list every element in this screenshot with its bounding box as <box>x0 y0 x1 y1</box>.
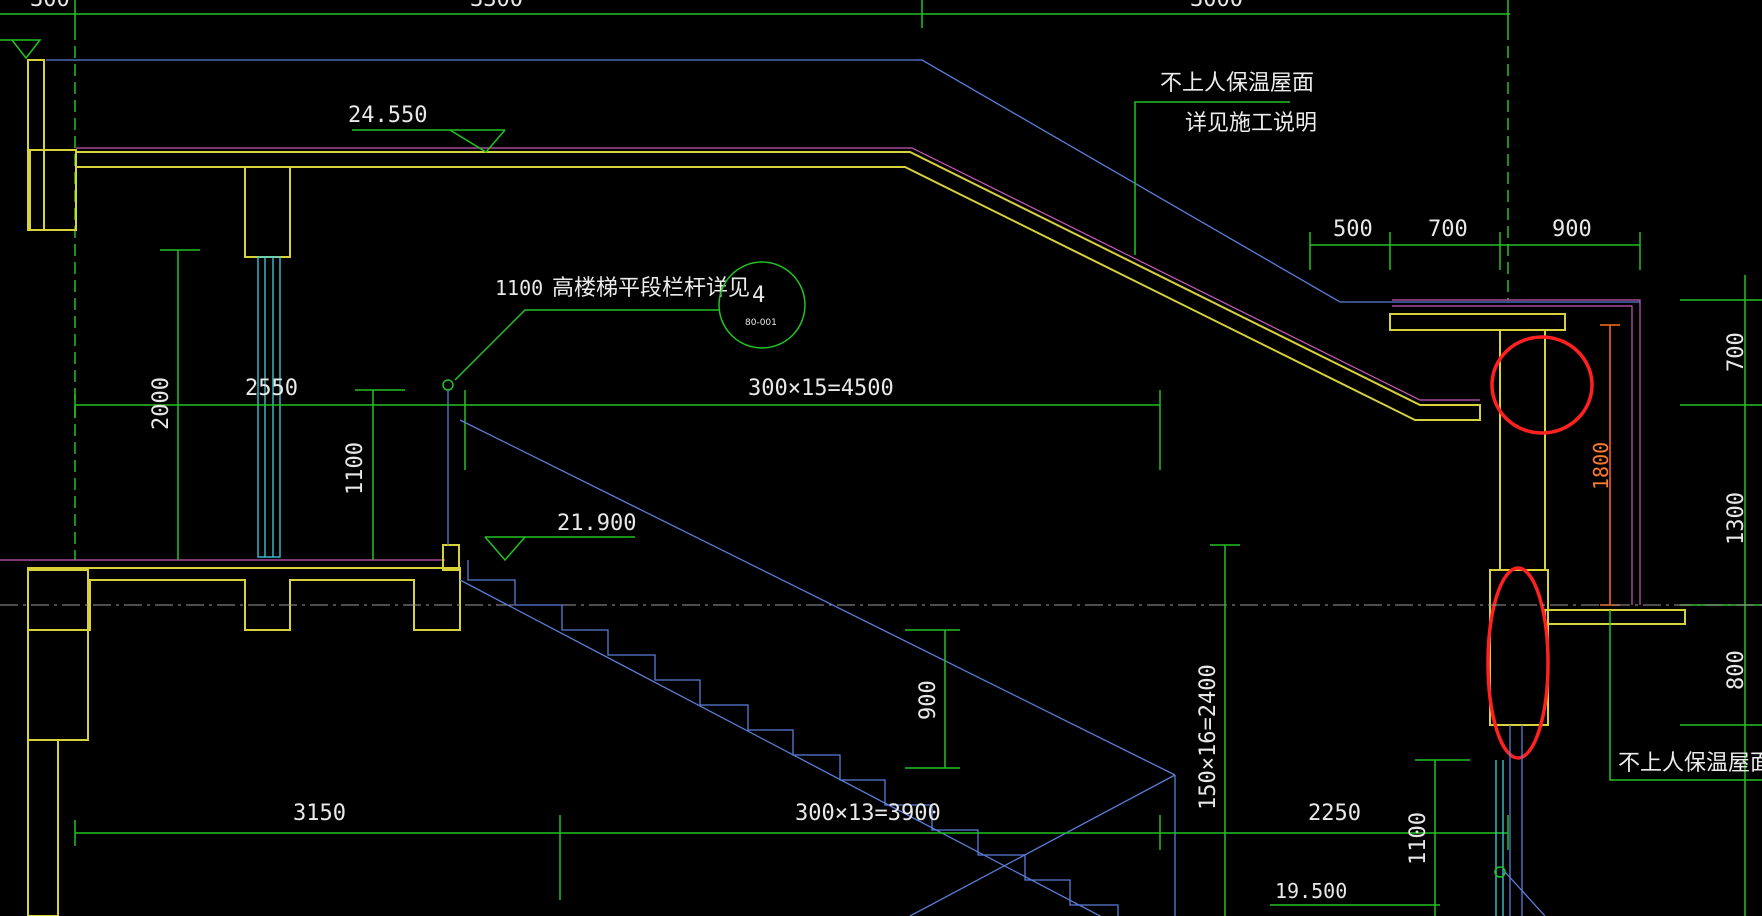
highlight-circle-upper <box>1490 335 1594 435</box>
vertical-dim-riser: 150×16=2400 <box>1196 544 1240 916</box>
elevation-21900: 21.900 <box>484 511 636 562</box>
stair-flight <box>459 419 1176 916</box>
dim-stair-upper: 300×15=4500 <box>748 376 894 401</box>
dim-2550: 2550 <box>245 376 298 401</box>
roof-note-line2: 详见施工说明 <box>1185 111 1317 136</box>
top-right-dims: 500 700 900 <box>1309 217 1641 270</box>
left-wall <box>0 39 89 916</box>
roof-note-right-text: 不上人保温屋面 <box>1618 751 1762 776</box>
elev-landing-text: 21.900 <box>557 511 636 536</box>
elevation-19500: 19.500 <box>1270 879 1440 906</box>
right-side-dims: 700 1300 800 <box>1680 275 1762 916</box>
dim-2000: 2000 <box>149 377 174 430</box>
dim-top-3000: 3000 <box>1190 0 1243 12</box>
dim-red-1800: 1800 <box>1589 442 1613 490</box>
dim-900: 900 <box>1552 217 1592 242</box>
dim-stair-lower: 300×13=3900 <box>795 801 941 826</box>
dim-1100-lower: 1100 <box>1406 812 1431 865</box>
dim-900-rail: 900 <box>916 680 941 720</box>
vertical-dim-1100: 1100 <box>343 389 405 560</box>
grid-lines <box>74 28 1509 560</box>
vertical-dim-900: 900 <box>905 629 960 769</box>
roof-note-top: 不上人保温屋面 详见施工说明 <box>1134 71 1317 255</box>
dim-500: 500 <box>1333 217 1373 242</box>
vertical-dim-1100-lower: 1100 <box>1406 759 1470 916</box>
landing-slab <box>0 544 461 631</box>
red-dim-1800: 1800 <box>1589 324 1620 606</box>
right-lower-column <box>1494 725 1546 916</box>
dim-top-300: 300 <box>30 0 70 12</box>
detail-number: 4 <box>752 283 765 308</box>
dim-right-700: 700 <box>1724 332 1749 372</box>
roof-outline-line <box>46 59 1640 303</box>
vertical-dim-2000: 2000 <box>149 249 200 560</box>
elev-roof-text: 24.550 <box>348 103 427 128</box>
roof-note-right: 不上人保温屋面 <box>1609 610 1762 781</box>
stair-note-text: 高楼梯平段栏杆详见 <box>552 276 750 301</box>
dim-top-3300: 3300 <box>470 0 523 12</box>
right-parapet <box>1389 299 1686 726</box>
stair-railing-note: 1100 高楼梯平段栏杆详见 4 80-001 <box>442 261 806 545</box>
highlight-circle-lower <box>1486 566 1550 760</box>
horizontal-dim-lower: 3150 300×13=3900 2250 <box>74 801 1509 900</box>
window-column <box>257 256 281 558</box>
dim-2250: 2250 <box>1308 801 1361 826</box>
detail-callout-circle <box>718 261 806 349</box>
dim-3150: 3150 <box>293 801 346 826</box>
roof-note-line1: 不上人保温屋面 <box>1160 71 1314 96</box>
horizontal-dim-upper: 2550 300×15=4500 <box>74 376 1161 470</box>
dim-1100: 1100 <box>343 442 368 495</box>
dim-700: 700 <box>1428 217 1468 242</box>
dim-riser-total: 150×16=2400 <box>1196 664 1221 810</box>
elev-lower-text: 19.500 <box>1275 879 1347 903</box>
detail-reference: 80-001 <box>745 318 777 328</box>
dim-right-800: 800 <box>1724 650 1749 690</box>
dim-right-1300: 1300 <box>1724 492 1749 545</box>
stair-note-height: 1100 <box>495 276 543 300</box>
elevation-24550: 24.550 <box>348 103 506 153</box>
top-dimension-line: 300 3300 3000 <box>0 0 1510 28</box>
